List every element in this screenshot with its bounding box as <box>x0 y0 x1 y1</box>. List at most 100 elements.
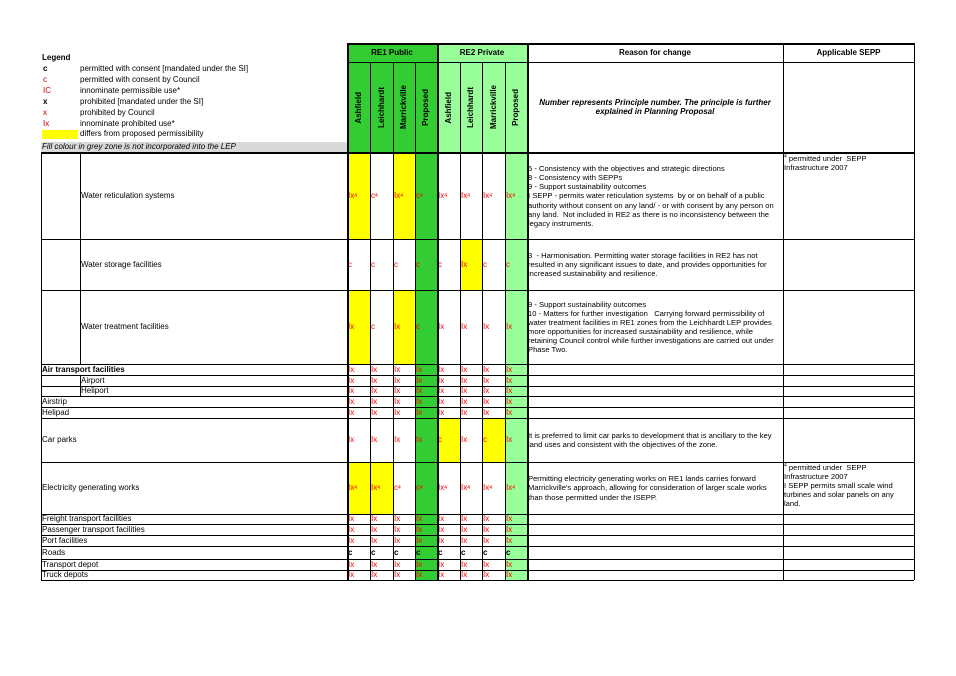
cell-value: c <box>416 547 421 557</box>
permissibility-cell: Ix <box>415 386 437 396</box>
permissibility-cell: Ix <box>415 375 437 386</box>
cell-value: Ix <box>483 375 490 385</box>
re1-proposed-column <box>415 153 437 580</box>
cell-value: Ix <box>438 535 445 545</box>
column-header-label: Marrickville <box>488 85 498 130</box>
permissibility-cell: Ix <box>393 570 415 580</box>
permissibility-cell: Ix <box>415 396 437 407</box>
permissibility-cell: Ix <box>370 375 393 386</box>
grid-hline <box>41 580 914 581</box>
cell-value: Ix <box>438 375 445 385</box>
cell-value: Ix <box>371 375 378 385</box>
cell-value: Ix <box>461 435 468 445</box>
permissibility-cell: Ix <box>347 570 370 580</box>
permissibility-cell: Ix <box>347 290 370 364</box>
cell-value: Ix <box>438 191 445 201</box>
cell-value: Ix <box>371 483 378 493</box>
grid-vline <box>347 43 349 580</box>
legend-desc: permitted with consent by Council <box>80 74 200 84</box>
row-label: Roads <box>42 547 66 557</box>
permissibility-cell: c <box>415 290 437 364</box>
legend-key: IC <box>43 85 51 95</box>
reason-text: 3 - Harmonisation. Permitting water stor… <box>528 250 769 279</box>
permissibility-cell: Ix <box>370 386 393 396</box>
grid-hline <box>41 570 914 571</box>
column-header-label: Ashfield <box>443 91 453 124</box>
permissibility-cell: Ix <box>370 407 393 418</box>
grid-vline <box>482 62 483 580</box>
permissibility-cell: Ix <box>437 514 460 524</box>
legend-key: c <box>43 64 48 73</box>
re2-proposed-column <box>505 153 527 580</box>
grid-vline <box>415 62 416 580</box>
permissibility-cell: Ix <box>347 407 370 418</box>
permissibility-cell: Ix <box>370 396 393 407</box>
cell-value: Ix <box>438 524 445 534</box>
grid-vline <box>41 153 42 580</box>
sepp-footnote: 4 <box>784 154 787 160</box>
re1-public-header: RE1 Public <box>347 44 437 62</box>
cell-value: Ix <box>483 524 490 534</box>
cell-value: Ix <box>394 191 401 201</box>
legend-desc: innominate prohibited use* <box>80 118 175 128</box>
permissibility-cell: Ix <box>460 418 482 462</box>
row-label: Passenger transport facilities <box>42 524 145 534</box>
row-label: Electricity generating works <box>42 483 140 493</box>
cell-value: Ix <box>438 514 445 524</box>
sepp-footnote: 4 <box>784 463 787 469</box>
row-label: Heliport <box>81 386 109 396</box>
cell-value: Ix <box>371 364 378 374</box>
row-label: Water reticulation systems <box>81 191 175 201</box>
permissibility-cell: Ix <box>347 396 370 407</box>
cell-value: Ix <box>506 435 513 445</box>
row-label: Water treatment facilities <box>81 322 169 332</box>
grid-hline <box>41 462 914 463</box>
row-label: Airstrip <box>42 396 67 406</box>
cell-value: Ix <box>371 396 378 406</box>
permissibility-cell: Ix <box>437 559 460 570</box>
cell-value: Ix <box>506 570 513 580</box>
cell-value: c <box>483 259 487 269</box>
cell-value: Ix <box>371 570 378 580</box>
cell-value: Ix <box>483 322 490 332</box>
cell-value: Ix <box>461 514 468 524</box>
legend-desc: prohibited [mandated under the SI] <box>80 96 204 106</box>
permissibility-cell: Ix <box>460 364 482 375</box>
zone-column-header-ashfield: Ashfield <box>347 62 370 153</box>
permissibility-cell: c <box>437 546 460 559</box>
permissibility-cell: Ix <box>505 375 527 386</box>
permissibility-cell: Ix <box>437 375 460 386</box>
permissibility-cell: Ix <box>415 418 437 462</box>
permissibility-cell: Ix <box>370 514 393 524</box>
permissibility-cell: Ix <box>415 535 437 546</box>
grey-zone-note: Fill colour in grey zone is not incorpor… <box>41 142 347 153</box>
permissibility-cell: Ix <box>482 524 505 535</box>
permissibility-cell: Ix <box>482 290 505 364</box>
cell-value: Ix <box>416 524 423 534</box>
permissibility-cell: Ix <box>370 418 393 462</box>
cell-value: c <box>394 483 398 493</box>
permissibility-cell: Ix <box>415 407 437 418</box>
cell-value: Ix <box>394 407 401 417</box>
grid-hline <box>41 386 914 387</box>
permissibility-cell: c <box>415 239 437 290</box>
column-header-label: Proposed <box>421 89 431 126</box>
cell-value: Ix <box>348 435 355 445</box>
cell-value: Ix <box>394 559 401 569</box>
permissibility-cell: Ix <box>393 364 415 375</box>
grid-hline <box>41 559 914 560</box>
permissibility-cell: c <box>437 239 460 290</box>
row-label: Transport depot <box>42 559 99 569</box>
cell-value: Ix <box>438 386 445 396</box>
grid-hline <box>41 396 914 397</box>
cell-value: Ix <box>483 483 490 493</box>
cell-value: Ix <box>394 364 401 374</box>
